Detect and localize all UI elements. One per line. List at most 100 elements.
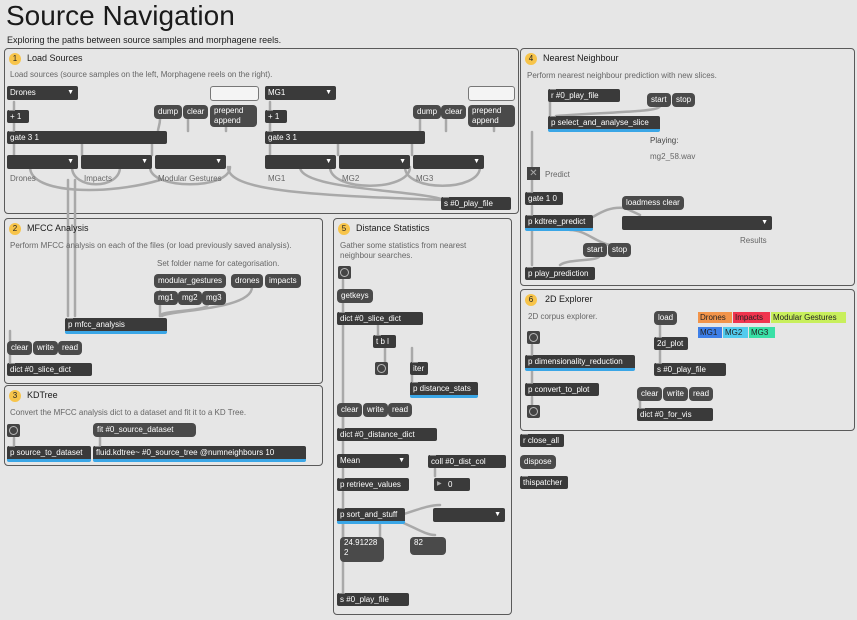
- 2d-plot-object[interactable]: 2d_plot: [654, 337, 688, 350]
- select-analyse-slice-subpatch[interactable]: p select_and_analyse_slice: [548, 116, 660, 132]
- predict-toggle[interactable]: ✕: [527, 167, 540, 180]
- bang-button[interactable]: [7, 424, 20, 437]
- getkeys-message[interactable]: getkeys: [337, 289, 373, 303]
- receive-close-all[interactable]: r close_all: [520, 434, 564, 447]
- dump-message[interactable]: dump: [154, 105, 183, 119]
- sorted-results-menu[interactable]: ▼: [433, 508, 505, 522]
- folder-menu-mg2[interactable]: ▼: [339, 155, 410, 169]
- gate-object[interactable]: gate 3 1: [7, 131, 167, 144]
- folder-message-mg1[interactable]: mg1: [154, 291, 178, 305]
- count-value-message[interactable]: 82: [410, 537, 446, 555]
- send-play-file[interactable]: s #0_play_file: [441, 197, 511, 210]
- iter-object[interactable]: iter: [410, 362, 428, 375]
- clear-message[interactable]: clear: [637, 387, 663, 401]
- retrieve-values-subpatch[interactable]: p retrieve_values: [337, 478, 409, 491]
- dropdown-arrow-icon: ▼: [398, 457, 405, 464]
- folder-message-drones[interactable]: drones: [231, 274, 264, 288]
- bang-circle-icon: [340, 268, 349, 277]
- clear-message[interactable]: clear: [7, 341, 33, 355]
- sort-and-stuff-subpatch[interactable]: p sort_and_stuff: [337, 508, 405, 524]
- bang-button[interactable]: [338, 266, 351, 279]
- clear-message[interactable]: clear: [183, 105, 209, 119]
- read-message[interactable]: read: [689, 387, 714, 401]
- send-play-file[interactable]: s #0_play_file: [654, 363, 726, 376]
- clear-message[interactable]: clear: [441, 105, 467, 119]
- mfcc-analysis-subpatch[interactable]: p mfcc_analysis: [65, 318, 167, 334]
- folder-message-modular[interactable]: modular_gestures: [154, 274, 227, 288]
- folder-label: Drones: [10, 174, 36, 183]
- menu-value: Drones: [10, 88, 36, 97]
- kdtree-predict-subpatch[interactable]: p kdtree_predict: [525, 215, 593, 231]
- folder-name-label: Set folder name for categorisation.: [157, 259, 280, 268]
- statistic-menu[interactable]: Mean▼: [337, 454, 409, 468]
- legend-modular-gestures: Modular Gestures: [771, 312, 846, 323]
- results-menu[interactable]: ▼: [622, 216, 772, 230]
- write-message[interactable]: write: [33, 341, 58, 355]
- start-message[interactable]: start: [647, 93, 671, 107]
- increment-object[interactable]: + 1: [7, 110, 29, 123]
- section-number-badge: 2: [9, 223, 21, 235]
- section-description: Convert the MFCC analysis dict to a data…: [10, 408, 247, 417]
- thispatcher-object[interactable]: thispatcher: [520, 476, 568, 489]
- folder-message-mg3[interactable]: mg3: [202, 291, 226, 305]
- section-description: Gather some statistics from nearest: [340, 241, 467, 250]
- gate-object[interactable]: gate 1 0: [525, 192, 563, 205]
- coll-object[interactable]: coll #0_dist_col: [428, 455, 506, 468]
- folder-menu-modular[interactable]: ▼: [155, 155, 226, 169]
- distance-dict-object[interactable]: dict #0_distance_dict: [337, 428, 437, 441]
- stop-message[interactable]: stop: [608, 243, 632, 257]
- play-prediction-subpatch[interactable]: p play_prediction: [525, 267, 595, 280]
- folder-menu-impacts[interactable]: ▼: [81, 155, 152, 169]
- legend-impacts: Impacts: [733, 312, 770, 323]
- trigger-object[interactable]: t b l: [373, 335, 396, 348]
- folder-label: Impacts: [84, 174, 113, 183]
- dropdown-arrow-icon: ▼: [67, 89, 74, 96]
- reel-folder-menu[interactable]: MG1▼: [265, 86, 336, 100]
- convert-to-plot-subpatch[interactable]: p convert_to_plot: [525, 383, 599, 396]
- folder-menu-mg3[interactable]: ▼: [413, 155, 484, 169]
- folder-menu-drones[interactable]: ▼: [7, 155, 78, 169]
- dimensionality-reduction-subpatch[interactable]: p dimensionality_reduction: [525, 355, 635, 371]
- vis-dict-object[interactable]: dict #0_for_vis: [637, 408, 713, 421]
- text-entry-box[interactable]: [210, 86, 259, 101]
- receive-play-file[interactable]: r #0_play_file: [548, 89, 620, 102]
- bang-button[interactable]: [527, 405, 540, 418]
- slice-dict-object[interactable]: dict #0_slice_dict: [337, 312, 423, 325]
- distance-stats-subpatch[interactable]: p distance_stats: [410, 382, 478, 398]
- section-description: 2D corpus explorer.: [528, 312, 598, 321]
- clear-message[interactable]: clear: [337, 403, 363, 417]
- start-message[interactable]: start: [583, 243, 607, 257]
- kdtree-object[interactable]: fluid.kdtree~ #0_source_tree @numneighbo…: [93, 446, 306, 462]
- bang-button[interactable]: [375, 362, 388, 375]
- folder-message-mg2[interactable]: mg2: [178, 291, 202, 305]
- write-message[interactable]: write: [663, 387, 688, 401]
- dump-message[interactable]: dump: [413, 105, 442, 119]
- folder-label: MG2: [342, 174, 360, 183]
- read-message[interactable]: read: [58, 341, 83, 355]
- source-to-dataset-subpatch[interactable]: p source_to_dataset: [7, 446, 91, 462]
- slice-dict-object[interactable]: dict #0_slice_dict: [7, 363, 92, 376]
- number-box[interactable]: ▶0: [434, 478, 470, 491]
- write-message[interactable]: write: [363, 403, 388, 417]
- read-message[interactable]: read: [388, 403, 413, 417]
- source-folder-menu[interactable]: Drones ▼: [7, 86, 78, 100]
- dropdown-arrow-icon: ▼: [325, 89, 332, 96]
- folder-message-impacts[interactable]: impacts: [265, 274, 301, 288]
- text-entry-box[interactable]: [468, 86, 515, 101]
- stop-message[interactable]: stop: [672, 93, 696, 107]
- loadmess-clear-message[interactable]: loadmess clear: [622, 196, 684, 210]
- folder-menu-mg1[interactable]: ▼: [265, 155, 336, 169]
- load-message[interactable]: load: [654, 311, 678, 325]
- section-number-badge: 1: [9, 53, 21, 65]
- gate-object[interactable]: gate 3 1: [265, 131, 425, 144]
- page-subtitle: Exploring the paths between source sampl…: [7, 35, 282, 45]
- fit-dataset-message[interactable]: fit #0_source_dataset: [93, 423, 196, 437]
- dispose-message[interactable]: dispose: [520, 455, 556, 469]
- increment-object[interactable]: + 1: [265, 110, 287, 123]
- send-play-file[interactable]: s #0_play_file: [337, 593, 409, 606]
- panel-nearest-neighbour: [520, 48, 855, 286]
- bang-button[interactable]: [527, 331, 540, 344]
